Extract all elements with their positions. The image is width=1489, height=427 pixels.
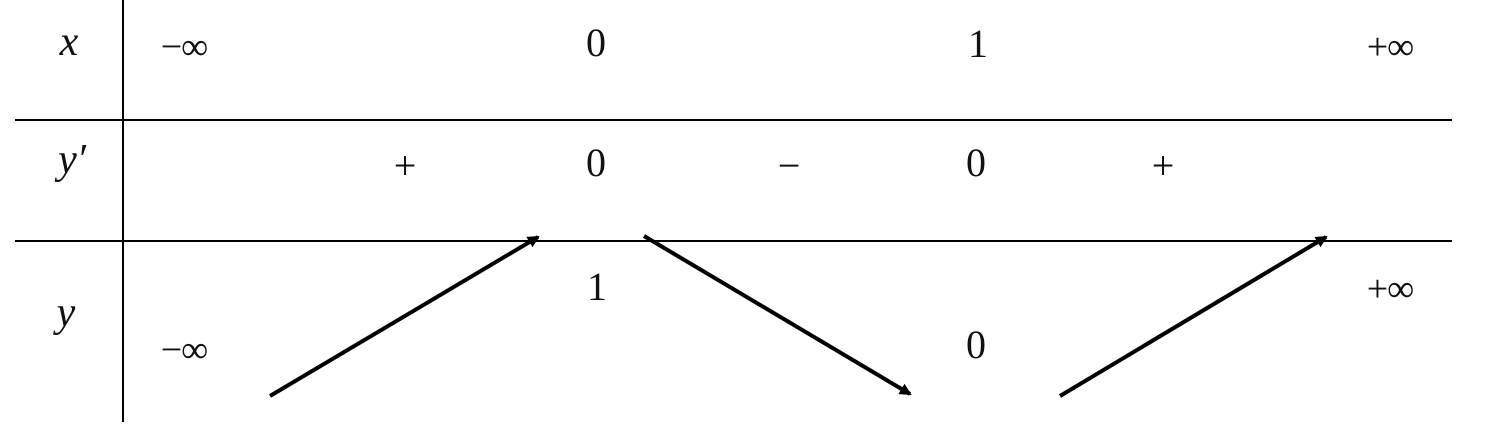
arrow-decreasing [642, 234, 912, 396]
derivative-zero-at-0: 0 [586, 140, 606, 185]
x-value-neg-infinity: −∞ [160, 26, 209, 68]
derivative-sign-minus: − [777, 143, 801, 188]
arrow-increasing-2 [1058, 235, 1328, 398]
y-local-min: 0 [966, 322, 986, 367]
row-label-y: y [56, 290, 76, 336]
arrow-increasing-1 [268, 235, 540, 398]
x-value-0: 0 [586, 20, 606, 65]
derivative-sign-plus-1: + [393, 143, 417, 188]
derivative-sign-plus-2: + [1151, 143, 1175, 188]
derivative-zero-at-1: 0 [966, 140, 986, 185]
row-label-x: x [59, 19, 79, 65]
row-label-derivative: y′ [58, 137, 86, 183]
y-left-limit: −∞ [160, 329, 209, 371]
y-right-limit: +∞ [1366, 268, 1415, 310]
y-local-max: 1 [587, 264, 607, 309]
x-value-1: 1 [968, 21, 988, 66]
x-value-pos-infinity: +∞ [1366, 26, 1415, 68]
